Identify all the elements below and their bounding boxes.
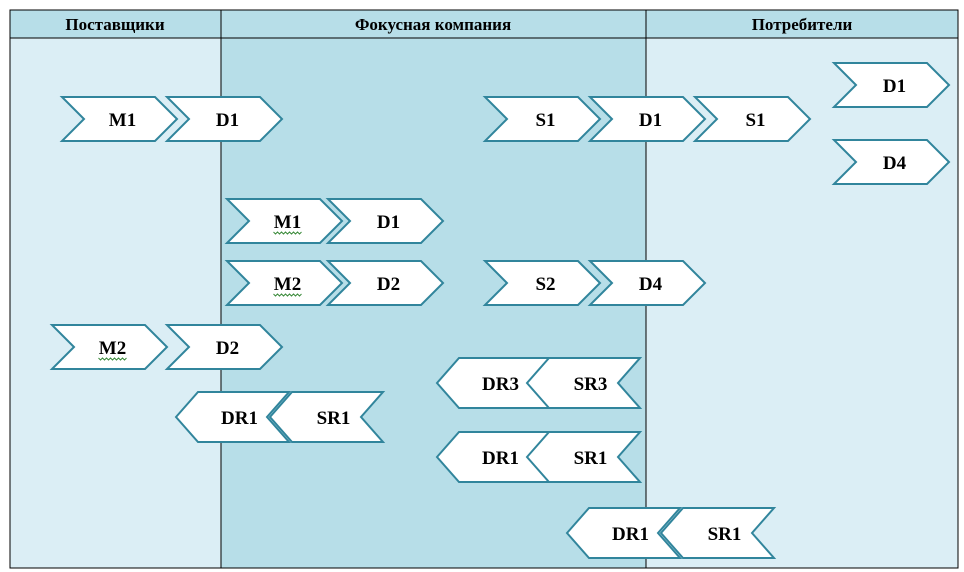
chevron-label: S1: [535, 110, 555, 131]
chevron-shape: [692, 96, 812, 142]
chevron-s1: S1: [482, 96, 602, 142]
chevron-label: S2: [535, 274, 555, 295]
suppliers-header: Поставщики: [65, 15, 164, 34]
chevron-dr1: DR1: [565, 507, 683, 559]
chevron-label: D1: [883, 76, 906, 97]
chevron-label: D1: [639, 110, 662, 131]
chevron-label: S1: [745, 110, 765, 131]
chevron-m2: M2: [49, 324, 169, 370]
chevron-m1: M1: [59, 96, 179, 142]
chevron-d2: D2: [325, 260, 445, 306]
chevron-d1: D1: [831, 62, 951, 108]
chevron-label: M2: [99, 338, 126, 359]
chevron-m1: M1: [224, 198, 344, 244]
chevron-label: M2: [274, 274, 301, 295]
chevron-shape: [59, 96, 179, 142]
chevron-shape: [49, 324, 169, 370]
chevron-label: SR3: [574, 374, 608, 395]
chevron-d4: D4: [587, 260, 707, 306]
focal-company-header: Фокусная компания: [355, 15, 511, 34]
chevron-shape: [587, 260, 707, 306]
chevron-sr1: SR1: [525, 431, 643, 483]
chevron-label: D2: [216, 338, 239, 359]
suppliers-column: [10, 10, 221, 568]
chevron-sr1: SR1: [659, 507, 777, 559]
chevron-label: D1: [377, 212, 400, 233]
chevron-shape: [525, 431, 643, 483]
chevron-shape: [325, 260, 445, 306]
chevron-shape: [224, 198, 344, 244]
chevron-d1: D1: [164, 96, 284, 142]
consumers-header: Потребители: [752, 15, 853, 34]
chevron-shape: [174, 391, 292, 443]
chevron-sr3: SR3: [525, 357, 643, 409]
chevron-shape: [482, 260, 602, 306]
chevron-shape: [482, 96, 602, 142]
chevron-label: SR1: [708, 524, 742, 545]
chevron-shape: [565, 507, 683, 559]
chevron-shape: [525, 357, 643, 409]
chevron-label: SR1: [574, 448, 608, 469]
chevron-shape: [831, 139, 951, 185]
outer-border: [9, 9, 959, 569]
chevron-label: DR1: [221, 408, 258, 429]
chevron-label: DR1: [612, 524, 649, 545]
chevron-shape: [831, 62, 951, 108]
spellcheck-underline: [98, 357, 127, 361]
chevron-label: D4: [883, 153, 907, 174]
chevron-d1: D1: [325, 198, 445, 244]
chevron-shape: [587, 96, 707, 142]
chevron-d4: D4: [831, 139, 951, 185]
chevron-shape: [224, 260, 344, 306]
chevron-label: M1: [274, 212, 301, 233]
header-row: [10, 10, 958, 38]
chevron-label: M1: [109, 110, 136, 131]
chevron-label: D4: [639, 274, 663, 295]
chevron-shape: [325, 198, 445, 244]
spellcheck-underline: [273, 231, 302, 235]
chevron-dr1: DR1: [435, 431, 553, 483]
spellcheck-underline: [273, 293, 302, 297]
chevron-shape: [659, 507, 777, 559]
chevron-label: DR3: [482, 374, 519, 395]
chevron-shape: [164, 96, 284, 142]
chevron-dr1: DR1: [174, 391, 292, 443]
chevron-d2: D2: [164, 324, 284, 370]
chevron-label: D1: [216, 110, 239, 131]
chevron-s2: S2: [482, 260, 602, 306]
chevron-label: SR1: [317, 408, 351, 429]
chevron-m2: M2: [224, 260, 344, 306]
chevron-label: DR1: [482, 448, 519, 469]
chevron-label: D2: [377, 274, 400, 295]
chevron-shape: [164, 324, 284, 370]
chevron-shape: [268, 391, 386, 443]
chevron-s1: S1: [692, 96, 812, 142]
chevron-d1: D1: [587, 96, 707, 142]
chevron-sr1: SR1: [268, 391, 386, 443]
